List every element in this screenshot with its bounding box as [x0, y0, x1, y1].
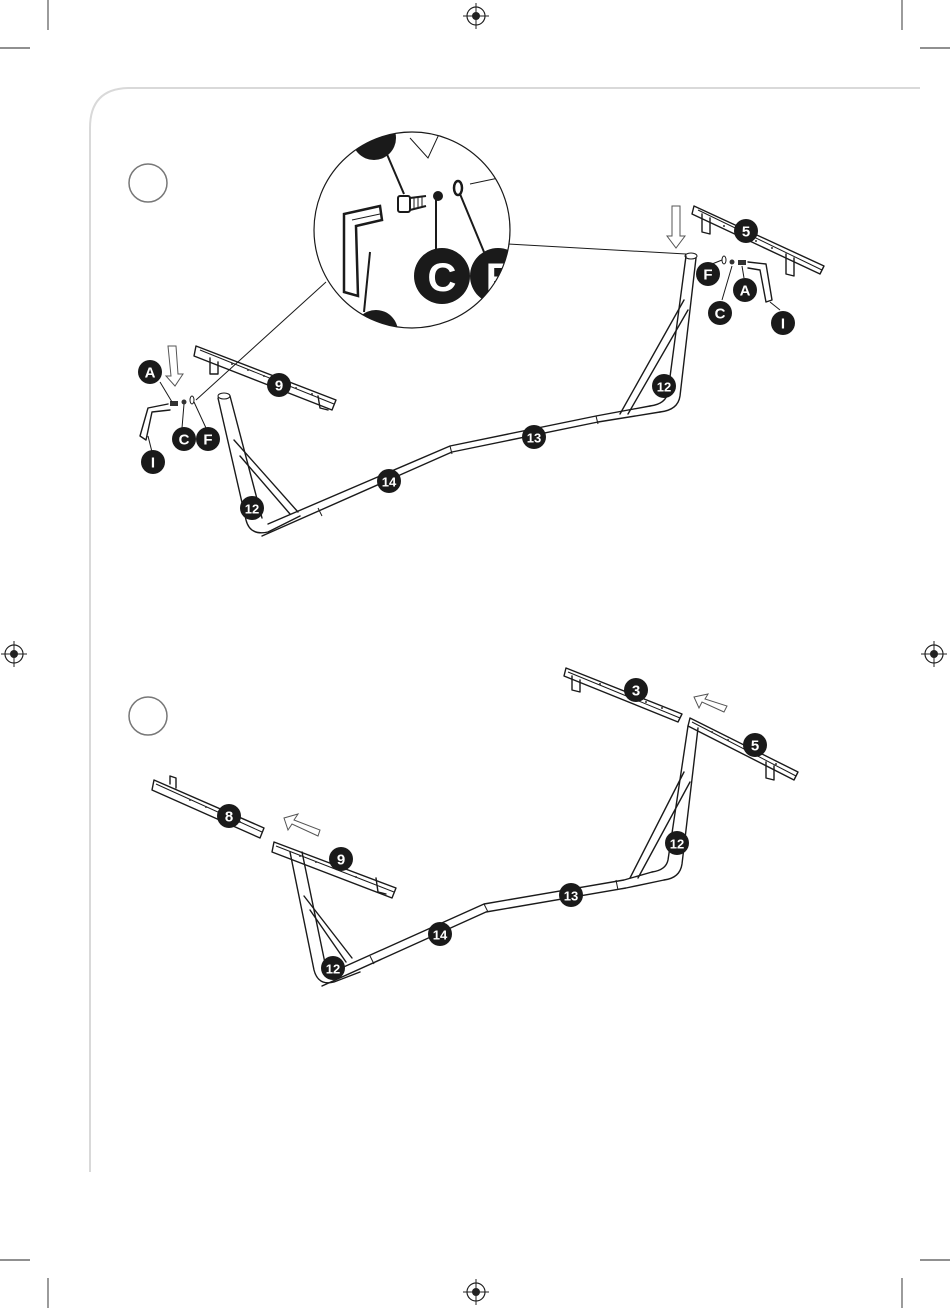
label-key-i: I	[151, 455, 155, 472]
beam-5-step2	[688, 718, 798, 780]
step-2-badges: 8 9 3 5 12 13 14 12	[217, 678, 767, 980]
step-2: 8 9 3 5 12 13 14 12	[129, 668, 798, 986]
registration-mark-icon	[921, 641, 947, 667]
label-key-i-right: I	[781, 316, 785, 333]
label-leg-12-left-step2: 12	[326, 962, 340, 977]
arrow-icon	[284, 814, 320, 836]
zoom-label-c: C	[428, 256, 457, 300]
label-base-13: 13	[527, 431, 541, 446]
label-leg-12-left: 12	[245, 502, 259, 517]
step-2-circle	[129, 697, 167, 735]
step-1: C F A C F I 9 12 14 13 12 5 F A C I	[129, 116, 824, 536]
label-base-13-step2: 13	[564, 889, 578, 904]
washer-icon	[190, 396, 194, 404]
label-washer-c: C	[179, 432, 190, 449]
base-frame	[262, 406, 660, 536]
registration-mark-icon	[1, 641, 27, 667]
label-washer-f-right: F	[703, 267, 712, 284]
label-beam-9: 9	[275, 378, 283, 395]
label-leg-12-right: 12	[657, 380, 671, 395]
label-beam-3: 3	[632, 683, 640, 700]
right-hardware	[667, 206, 780, 310]
registration-mark-icon	[463, 3, 489, 29]
allen-key-icon	[140, 404, 170, 440]
label-beam-8: 8	[225, 809, 233, 826]
label-base-14-step2: 14	[433, 928, 448, 943]
bolt-icon	[170, 401, 178, 406]
label-washer-c-right: C	[715, 306, 726, 323]
base-frame-2	[322, 872, 664, 986]
label-base-14: 14	[382, 475, 397, 490]
step-1-circle	[129, 164, 167, 202]
washer-icon	[433, 191, 443, 201]
washer-icon	[722, 256, 726, 264]
right-leg-2	[630, 726, 698, 880]
label-beam-5: 5	[742, 224, 750, 241]
arrow-icon	[166, 346, 183, 386]
washer-icon	[182, 400, 187, 405]
arrow-icon	[667, 206, 685, 248]
zoom-callout: C F	[196, 116, 686, 400]
label-leg-12-right-step2: 12	[670, 837, 684, 852]
label-beam-5-step2: 5	[751, 738, 759, 755]
label-beam-9-step2: 9	[337, 852, 345, 869]
beam-3	[564, 668, 682, 722]
label-bolt-a: A	[145, 365, 156, 382]
label-bolt-a-right: A	[740, 283, 751, 300]
bolt-icon	[738, 260, 746, 265]
label-washer-f: F	[203, 432, 212, 449]
washer-icon	[730, 260, 735, 265]
registration-mark-icon	[463, 1279, 489, 1305]
beam-8	[152, 776, 264, 838]
arrow-icon	[694, 694, 727, 712]
beam-9	[194, 346, 336, 410]
